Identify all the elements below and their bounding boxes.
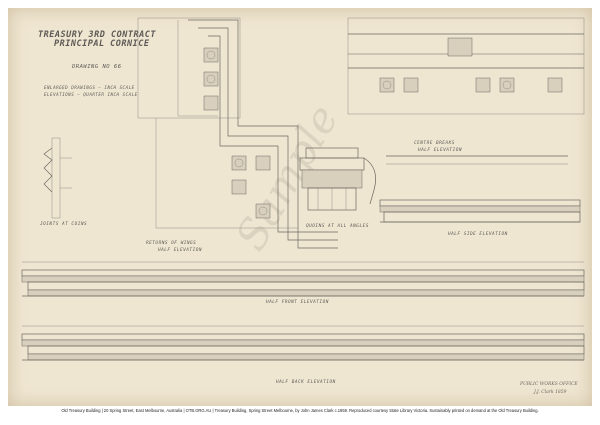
drawing-title-line1: TREASURY 3RD CONTRACT — [38, 30, 156, 40]
joints-detail — [43, 137, 72, 219]
drawing-sheet: Sample TREASURY 3RD CONTRACT PRINCIPAL C… — [8, 8, 592, 406]
label-returns: RETURNS OF WINGS — [146, 241, 197, 246]
label-quoins: QUOINS AT ALL ANGLES — [306, 224, 369, 229]
signature: J.J. Clark 1859 — [534, 390, 567, 395]
half-back-elevation — [21, 325, 585, 361]
cornice-plan-right — [347, 17, 585, 115]
label-joints: JOINTS AT COINS — [40, 222, 88, 227]
architectural-drawing — [21, 17, 585, 361]
quoin-section — [299, 147, 376, 211]
scale-note-enlarged: ENLARGED DRAWINGS — INCH SCALE — [44, 85, 135, 90]
drawing-number: DRAWING NO 66 — [72, 64, 122, 70]
office-stamp: PUBLIC WORKS OFFICE — [520, 382, 578, 387]
half-side-elevation — [379, 199, 581, 223]
label-half-front: HALF FRONT ELEVATION — [266, 300, 329, 305]
drawing-title-line2: PRINCIPAL CORNICE — [54, 39, 150, 49]
label-returns-sub: HALF ELEVATION — [158, 248, 203, 253]
label-centre: CENTRE BREAKS — [414, 141, 455, 146]
half-front-elevation — [21, 261, 585, 297]
label-centre-sub: HALF ELEVATION — [418, 148, 463, 153]
centre-breaks — [386, 155, 568, 165]
scale-note-elevations: ELEVATIONS — QUARTER INCH SCALE — [44, 92, 138, 97]
label-half-side: HALF SIDE ELEVATION — [448, 232, 508, 237]
print-caption: Old Treasury Building | 20 Spring Street… — [61, 408, 539, 413]
cornice-plan-left — [137, 17, 338, 249]
label-half-back: HALF BACK ELEVATION — [276, 380, 336, 385]
